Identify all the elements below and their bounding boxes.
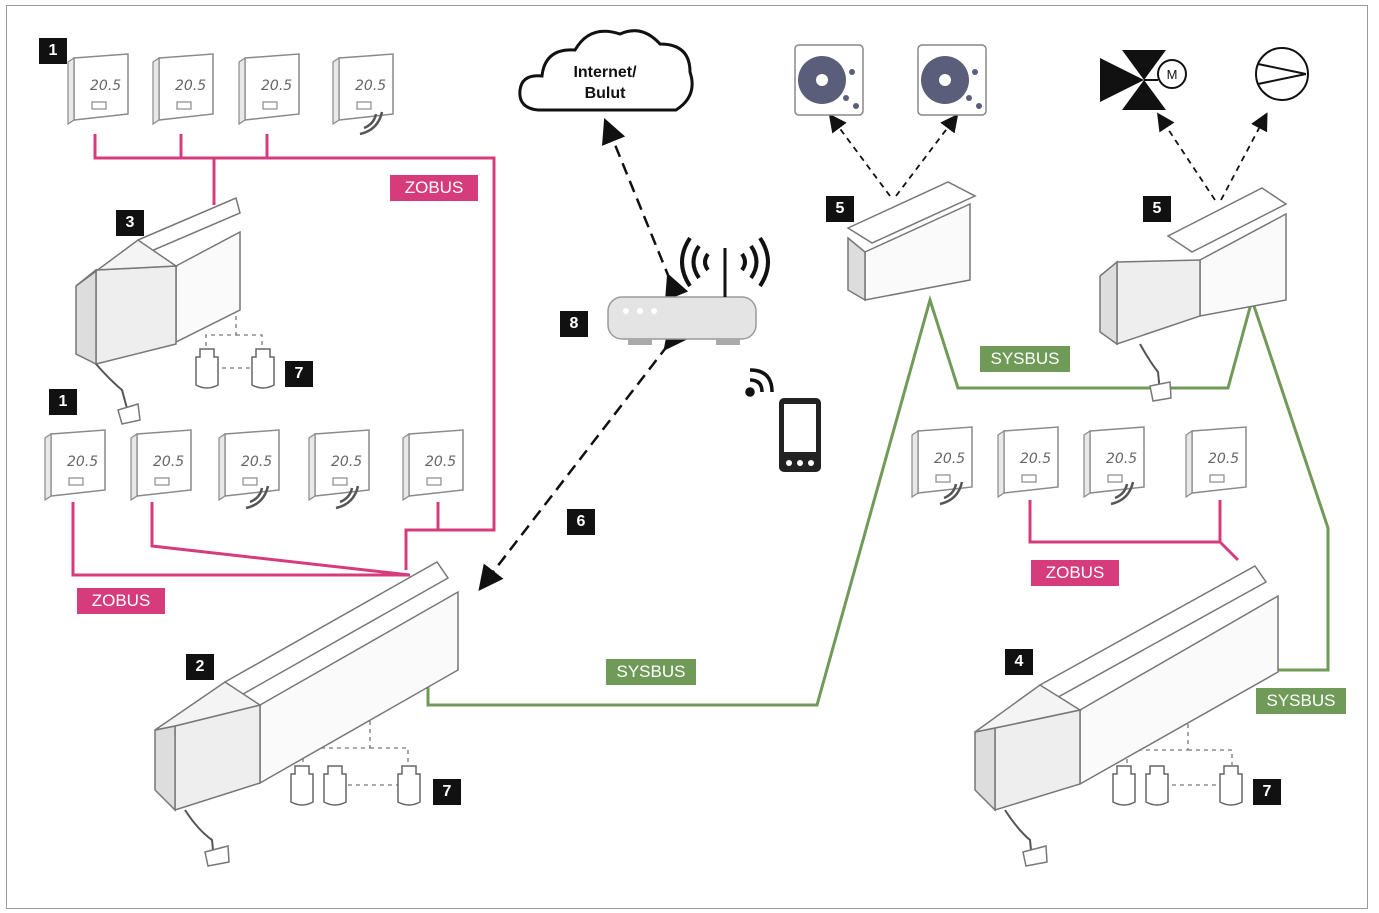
badge-actuators-main: 7 bbox=[433, 779, 461, 805]
zobus-label-right: ZOBUS bbox=[1031, 560, 1119, 586]
badge-router: 8 bbox=[560, 311, 588, 337]
actuators-ext bbox=[1112, 765, 1243, 806]
cloud-label-line1: Internet/ bbox=[573, 64, 637, 81]
wireless-signal-icon bbox=[939, 481, 1135, 506]
zobus-label-top: ZOBUS bbox=[390, 175, 478, 201]
router-signal-icon bbox=[680, 236, 770, 288]
fan-icon bbox=[917, 44, 987, 116]
badge-controller-mid: 3 bbox=[116, 210, 144, 236]
relay-module-left bbox=[846, 181, 977, 302]
phone-wifi-icon bbox=[745, 368, 774, 397]
badge-actuators-mid: 7 bbox=[285, 361, 313, 387]
controller-main bbox=[154, 561, 459, 867]
thermostat-display: 20.5 bbox=[1208, 451, 1240, 467]
thermostat-display: 20.5 bbox=[261, 78, 293, 94]
thermostat-display: 20.5 bbox=[1020, 451, 1052, 467]
thermostats-top-row bbox=[67, 53, 394, 136]
actuators-mid bbox=[195, 348, 275, 389]
thermostat-display: 20.5 bbox=[331, 454, 363, 470]
thermostats-left-row bbox=[44, 429, 464, 510]
sysbus-label-mid: SYSBUS bbox=[980, 346, 1070, 372]
thermostat-display: 20.5 bbox=[934, 451, 966, 467]
relay-module-right bbox=[1099, 187, 1288, 402]
controller-ext bbox=[974, 565, 1279, 867]
actuator-links bbox=[205, 300, 1233, 786]
thermostat-display: 20.5 bbox=[425, 454, 457, 470]
thermostat-display: 20.5 bbox=[355, 78, 387, 94]
thermostat-display: 20.5 bbox=[67, 454, 99, 470]
badge-actuators-ext: 7 bbox=[1253, 779, 1281, 805]
smartphone-icon bbox=[745, 368, 821, 472]
cloud-label: Internet/ Bulut bbox=[560, 62, 650, 104]
router bbox=[607, 236, 770, 345]
motor-label: M bbox=[1167, 67, 1178, 82]
badge-relay-right: 5 bbox=[1143, 196, 1171, 222]
actuators-main bbox=[290, 765, 421, 806]
sysbus-label-right: SYSBUS bbox=[1256, 688, 1346, 714]
badge-thermostats-top: 1 bbox=[39, 38, 67, 64]
wireless-links bbox=[478, 118, 689, 591]
wireless-signal-icon bbox=[359, 111, 384, 136]
pump-icon bbox=[1255, 47, 1309, 101]
zobus-label-left: ZOBUS bbox=[77, 588, 165, 614]
fan-icon bbox=[794, 44, 864, 116]
controller-mid bbox=[75, 196, 241, 425]
sysbus-wiring bbox=[426, 294, 1330, 707]
badge-controller-main: 2 bbox=[186, 654, 214, 680]
badge-wireless-link: 6 bbox=[567, 509, 595, 535]
badge-relay-left: 5 bbox=[826, 196, 854, 222]
cloud-label-line2: Bulut bbox=[584, 85, 626, 102]
thermostat-display: 20.5 bbox=[90, 78, 122, 94]
thermostat-display: 20.5 bbox=[175, 78, 207, 94]
cloud-icon bbox=[518, 29, 694, 112]
diagram-frame bbox=[6, 5, 1368, 909]
sysbus-label-main: SYSBUS bbox=[606, 659, 696, 685]
badge-controller-ext: 4 bbox=[1005, 649, 1033, 675]
mixing-valve-icon bbox=[1100, 50, 1187, 110]
relay-output-links bbox=[828, 112, 1268, 201]
badge-thermostats-mid: 1 bbox=[49, 389, 77, 415]
thermostat-display: 20.5 bbox=[241, 454, 273, 470]
thermostat-display: 20.5 bbox=[1106, 451, 1138, 467]
thermostat-display: 20.5 bbox=[153, 454, 185, 470]
wireless-signal-icon bbox=[245, 485, 360, 510]
thermostats-right-row bbox=[911, 426, 1247, 506]
